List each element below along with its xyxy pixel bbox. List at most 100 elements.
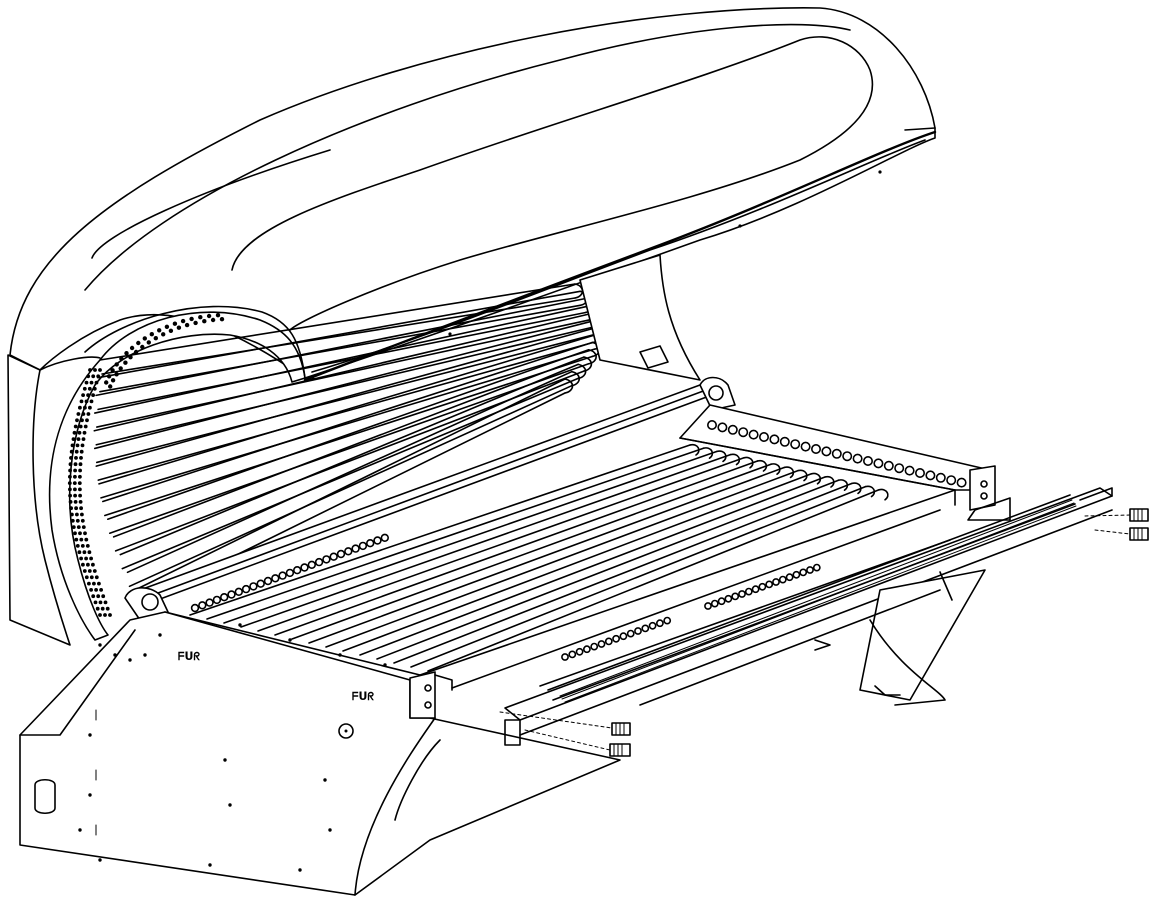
vent-hole xyxy=(157,328,162,333)
vent-hole xyxy=(189,316,194,322)
vent-hole xyxy=(96,594,101,599)
upper-lamp-tubes xyxy=(93,283,604,605)
screw-hole xyxy=(228,803,232,807)
vent-hole xyxy=(89,588,93,592)
vent-hole xyxy=(71,525,76,529)
lamp-tube-end xyxy=(743,456,754,469)
vent-hole xyxy=(210,317,216,323)
vent-hole xyxy=(153,336,158,341)
vent-hole xyxy=(108,384,113,389)
vent-hole xyxy=(82,430,87,435)
back-panel-holes xyxy=(706,419,967,488)
vent-hole xyxy=(634,627,642,635)
vent-hole xyxy=(234,587,244,596)
vent-hole xyxy=(75,418,79,423)
vent-hole xyxy=(129,345,135,351)
vent-hole xyxy=(80,518,85,523)
vent-hole xyxy=(648,621,657,630)
vent-hole xyxy=(133,349,139,355)
lamp-tube xyxy=(240,453,732,628)
lamp-tube xyxy=(112,356,585,538)
lamp-tube xyxy=(376,479,840,660)
vent-hole xyxy=(98,368,102,372)
front-end-plate xyxy=(409,671,453,719)
vent-hole xyxy=(748,429,759,440)
screw-hole xyxy=(78,828,82,832)
lamp-tube xyxy=(308,466,786,644)
vent-hole xyxy=(206,313,212,319)
vent-hole xyxy=(110,378,116,383)
vent-hole xyxy=(73,493,77,498)
vent-hole xyxy=(140,344,145,350)
vent-hole xyxy=(88,405,92,410)
vent-hole xyxy=(821,446,832,457)
vent-hole xyxy=(68,474,72,479)
vent-hole xyxy=(314,557,324,567)
vent-hole xyxy=(278,571,287,580)
vent-hole xyxy=(81,525,86,529)
vent-hole xyxy=(78,487,82,492)
vent-hole xyxy=(73,468,77,473)
lamp-tube xyxy=(189,444,691,616)
vent-hole xyxy=(597,640,606,648)
lamp-tube xyxy=(119,363,579,556)
screw-hole xyxy=(338,653,342,657)
vent-hole xyxy=(792,570,801,579)
vent-hole xyxy=(73,424,78,429)
vent-hole xyxy=(256,579,265,588)
vent-hole xyxy=(68,500,73,504)
vent-hole xyxy=(717,422,728,433)
vent-hole xyxy=(89,380,94,385)
vent-hole xyxy=(78,468,82,473)
screw-hole xyxy=(328,828,332,832)
vent-hole xyxy=(70,512,74,517)
screw-hole xyxy=(383,663,387,667)
lamp-tube-end xyxy=(577,363,587,380)
canopy-screw xyxy=(448,332,452,336)
mid-strip-holes xyxy=(561,563,821,661)
lamp-tube xyxy=(393,482,853,664)
vent-hole xyxy=(198,601,207,610)
vent-hole xyxy=(70,518,75,523)
bolt-front-lower xyxy=(524,729,631,757)
vent-hole xyxy=(241,584,251,594)
vent-hole xyxy=(80,418,84,423)
vent-hole xyxy=(86,393,90,397)
vent-hole xyxy=(104,380,109,385)
screw-hole xyxy=(238,623,242,627)
vent-hole xyxy=(215,313,221,318)
vent-hole xyxy=(663,616,672,625)
vent-hole xyxy=(590,642,599,651)
vent-hole xyxy=(67,481,72,485)
vent-hole xyxy=(91,393,95,397)
vent-hole xyxy=(93,600,98,605)
lamp-tube-end xyxy=(729,453,741,466)
vent-hole xyxy=(946,475,957,486)
vent-hole xyxy=(758,582,767,591)
vent-hole xyxy=(79,399,84,404)
lamp-tube-end xyxy=(824,475,835,488)
lamp-tube xyxy=(359,476,826,656)
lamp-tube xyxy=(106,348,590,521)
vent-hole xyxy=(94,588,98,592)
vent-hole xyxy=(77,550,82,555)
vent-hole xyxy=(73,531,77,536)
vent-hole xyxy=(88,368,92,372)
vent-hole xyxy=(180,318,186,324)
vent-hole xyxy=(219,317,225,322)
vent-hole xyxy=(78,462,83,467)
screw-hole xyxy=(98,858,102,862)
lamp-tube xyxy=(102,341,594,503)
screw-hole xyxy=(223,758,227,762)
vent-hole xyxy=(84,556,88,561)
vent-hole xyxy=(227,590,236,599)
vent-hole xyxy=(604,637,613,646)
lamp-tube xyxy=(325,469,799,648)
vent-hole xyxy=(619,632,628,641)
vent-hole xyxy=(84,575,89,580)
vent-hole xyxy=(142,336,147,341)
right-frame-post xyxy=(967,465,1011,521)
vent-hole xyxy=(184,322,190,328)
vent-hole xyxy=(78,424,83,429)
